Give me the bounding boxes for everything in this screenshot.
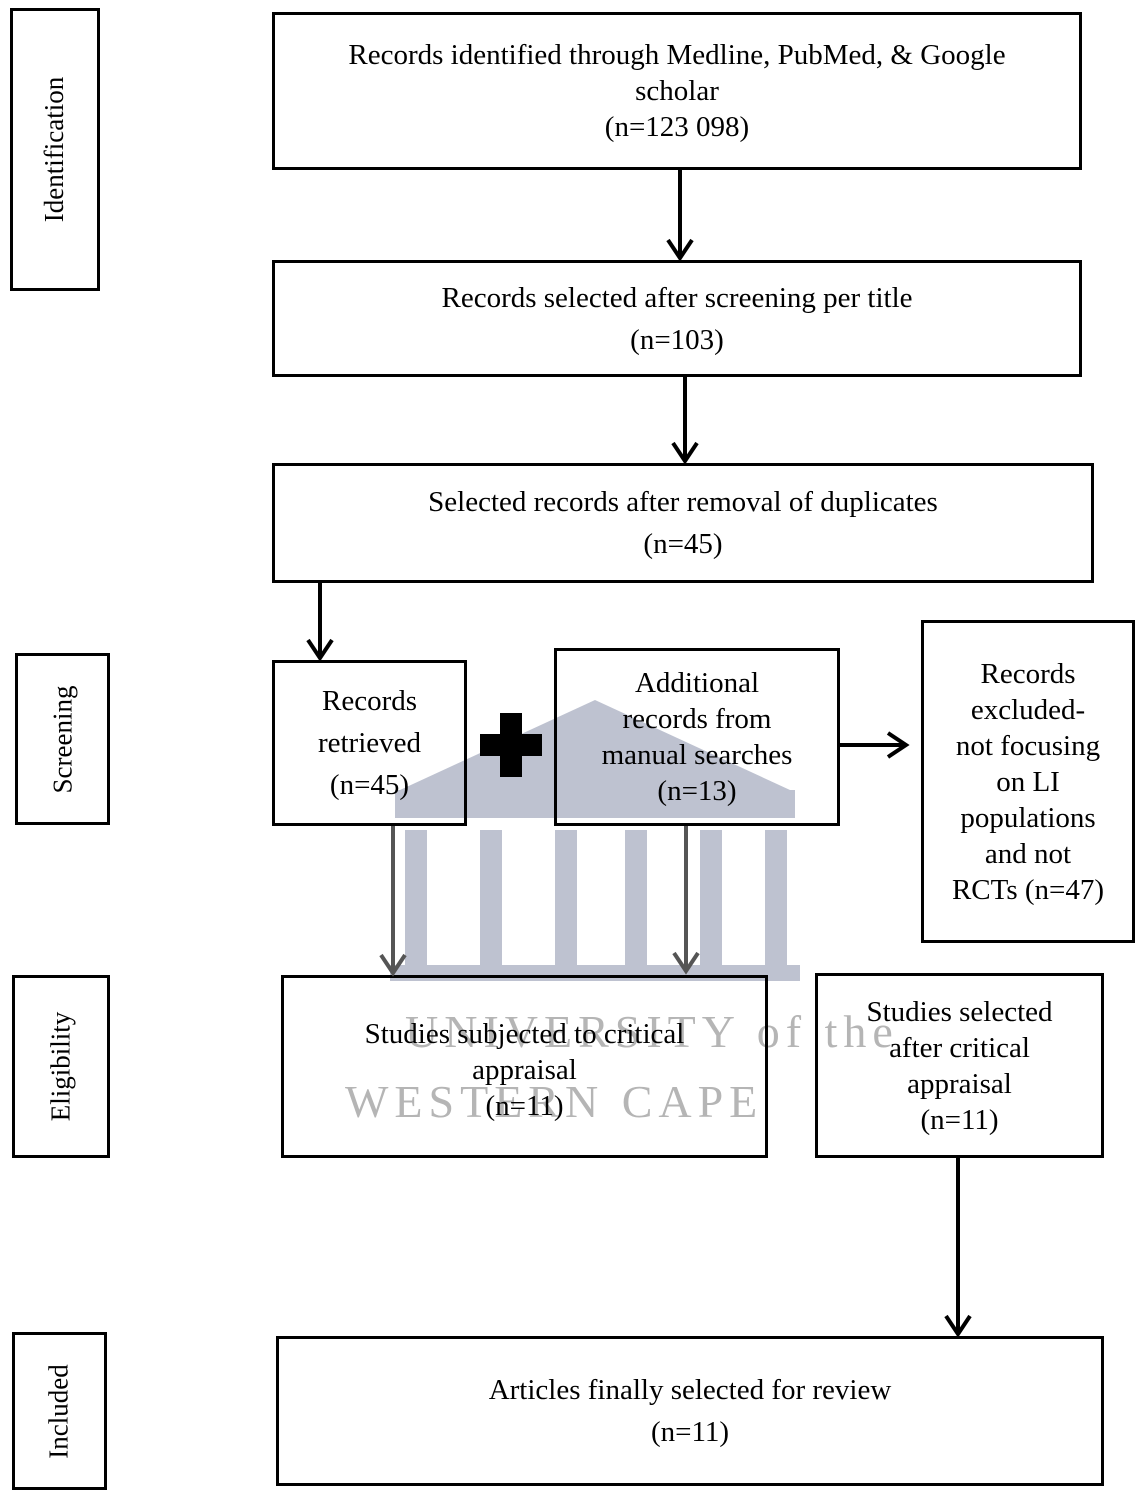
final-selection-box: Articles finally selected for review (n=… <box>276 1336 1104 1486</box>
arrow-selected-to-final <box>944 1158 972 1338</box>
box-count: (n=103) <box>630 323 724 356</box>
box-text: Records <box>980 657 1076 690</box>
arrow-retrieved-to-appraisal <box>379 826 407 977</box>
box-text: manual searches <box>601 739 793 771</box>
arrow-identified-to-title <box>666 170 694 262</box>
box-text: and not <box>984 837 1072 870</box>
box-text: populations <box>960 801 1096 834</box>
box-text: Studies subjected to critical <box>364 1018 685 1050</box>
box-count: (n=13) <box>657 775 737 807</box>
critical-appraisal-box: Studies subjected to critical appraisal … <box>281 975 768 1158</box>
selected-after-appraisal-box: Studies selected after critical appraisa… <box>815 973 1104 1158</box>
box-text: appraisal <box>907 1068 1012 1100</box>
box-text: scholar <box>635 75 719 107</box>
box-text: RCTs (n=47) <box>951 873 1105 906</box>
stage-eligibility: Eligibility <box>12 975 110 1158</box>
box-text: Selected records after removal of duplic… <box>428 486 938 518</box>
deduplication-box: Selected records after removal of duplic… <box>272 463 1094 583</box>
box-count: (n=11) <box>650 1416 730 1448</box>
records-excluded-box: Records excluded- not focusing on LI pop… <box>921 620 1135 943</box>
stage-identification: Identification <box>10 8 100 291</box>
box-text: Studies selected <box>866 996 1053 1028</box>
additional-records-box: Additional records from manual searches … <box>554 648 840 826</box>
box-count: (n=11) <box>485 1090 564 1122</box>
arrow-additional-to-appraisal <box>672 826 700 975</box>
box-count: (n=45) <box>329 769 410 801</box>
box-text: Records selected after screening per tit… <box>441 281 913 314</box>
box-text: appraisal <box>472 1054 577 1086</box>
arrow-title-to-dedup <box>671 377 699 465</box>
records-identified-box: Records identified through Medline, PubM… <box>272 12 1082 170</box>
box-text: records from <box>622 703 772 735</box>
watermark-line-1: UNIVERSITY of the <box>405 1006 899 1057</box>
stage-included: Included <box>12 1332 107 1490</box>
box-text: excluded- <box>970 693 1086 726</box>
box-text: Additional <box>634 667 760 699</box>
box-count: (n=45) <box>643 528 723 560</box>
arrow-dedup-to-retrieved <box>306 583 334 662</box>
box-text: not focusing <box>955 729 1101 762</box>
box-count: (n=123 098) <box>604 111 750 143</box>
stage-screening: Screening <box>15 653 110 825</box>
arrow-additional-to-excluded <box>840 731 910 759</box>
title-screening-box: Records selected after screening per tit… <box>272 260 1082 377</box>
watermark-line-2: WESTERN CAPE <box>345 1076 764 1127</box>
box-text: on LI <box>996 765 1060 798</box>
box-text: after critical <box>889 1032 1030 1064</box>
box-text: Records identified through Medline, PubM… <box>348 39 1006 71</box>
records-retrieved-box: Records retrieved (n=45) <box>272 660 467 826</box>
plus-icon <box>480 713 542 777</box>
box-count: (n=11) <box>920 1104 999 1136</box>
box-text: Articles finally selected for review <box>488 1374 892 1406</box>
box-text: Records <box>321 685 418 717</box>
box-text: retrieved <box>317 727 422 759</box>
